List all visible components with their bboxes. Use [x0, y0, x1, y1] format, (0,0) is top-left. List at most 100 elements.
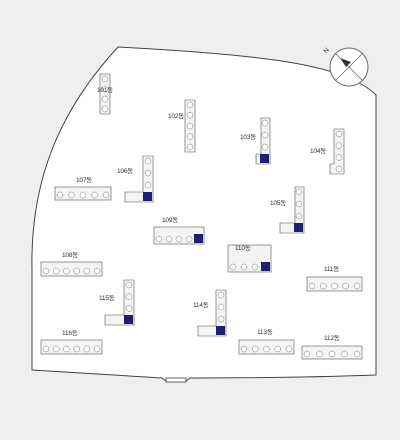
unit-icon [320, 282, 327, 290]
unit-icon [68, 191, 75, 199]
unit-icon [295, 212, 303, 220]
building-footprint [40, 261, 103, 277]
building-111[interactable]: 111동 [306, 265, 363, 292]
building-label: 103동 [240, 133, 256, 141]
highlight-marker [261, 262, 270, 271]
unit-icon [63, 267, 70, 275]
building-102[interactable]: 102동 [168, 99, 196, 153]
unit-icon [101, 75, 109, 83]
building-label: 114동 [193, 301, 209, 309]
entrance-gate [165, 377, 187, 383]
building-label: 102동 [168, 112, 184, 120]
unit-icon [155, 235, 163, 243]
unit-icon [335, 165, 343, 173]
unit-icon [186, 101, 194, 109]
highlight-marker [194, 234, 203, 243]
unit-icon [261, 119, 269, 127]
unit-icon [240, 263, 248, 271]
building-footprint [99, 73, 111, 115]
building-112[interactable]: 112동 [301, 334, 363, 360]
building-101[interactable]: 101동 [97, 73, 113, 115]
building-label: 111동 [324, 265, 339, 273]
unit-icon [56, 191, 64, 199]
unit-icon [125, 281, 133, 289]
unit-icon [101, 95, 109, 103]
unit-icon [186, 133, 194, 140]
building-label: 104동 [310, 147, 326, 155]
building-108[interactable]: 108동 [40, 251, 103, 277]
building-115[interactable]: 115동 [99, 279, 135, 326]
building-103[interactable]: 103동 [240, 117, 271, 165]
unit-icon [91, 191, 98, 199]
unit-icon [217, 291, 225, 299]
building-label: 116동 [62, 329, 78, 337]
building-label: 115동 [99, 294, 115, 302]
unit-icon [125, 305, 133, 312]
building-104[interactable]: 104동 [310, 128, 345, 175]
unit-icon [331, 282, 338, 290]
building-label: 105동 [270, 199, 286, 207]
unit-icon [308, 282, 316, 290]
unit-icon [274, 345, 281, 353]
building-114[interactable]: 114동 [193, 289, 227, 337]
unit-icon [295, 188, 303, 196]
building-116[interactable]: 116동 [40, 329, 103, 355]
unit-icon [144, 181, 152, 189]
unit-icon [93, 345, 101, 353]
highlight-marker [143, 192, 152, 201]
unit-icon [52, 345, 60, 353]
highlight-marker [260, 154, 269, 163]
building-label: 112동 [324, 334, 340, 342]
building-footprint [329, 128, 345, 175]
building-label: 107동 [76, 176, 92, 184]
unit-icon [186, 122, 194, 130]
building-label: 110동 [235, 244, 251, 252]
highlight-marker [216, 326, 225, 335]
unit-icon [261, 143, 269, 151]
highlight-marker [294, 223, 303, 232]
unit-icon [353, 350, 361, 358]
unit-icon [186, 143, 194, 151]
compass-north-label: N [322, 47, 330, 55]
unit-icon [144, 157, 152, 165]
building-label: 106동 [117, 167, 133, 175]
unit-icon [101, 85, 109, 93]
unit-icon [229, 263, 237, 271]
unit-icon [42, 267, 50, 275]
unit-icon [251, 263, 259, 271]
site-boundary [31, 46, 377, 382]
unit-icon [217, 303, 225, 311]
unit-icon [240, 345, 248, 353]
unit-icon [341, 350, 348, 358]
unit-icon [261, 131, 269, 139]
building-107[interactable]: 107동 [54, 176, 112, 201]
unit-icon [73, 267, 80, 275]
unit-icon [252, 345, 259, 353]
unit-icon [83, 345, 91, 353]
unit-icon [335, 142, 343, 149]
unit-icon [335, 130, 343, 138]
north-compass: N [322, 47, 369, 87]
unit-icon [263, 345, 270, 353]
building-106[interactable]: 106동 [117, 155, 154, 203]
unit-icon [342, 282, 349, 290]
unit-icon [52, 267, 60, 275]
unit-icon [217, 315, 225, 323]
building-footprint [40, 339, 103, 355]
unit-icon [125, 293, 133, 300]
unit-icon [144, 169, 152, 177]
unit-icon [186, 112, 194, 119]
building-109[interactable]: 109동 [153, 216, 205, 245]
unit-icon [303, 350, 311, 358]
building-label: 109동 [162, 216, 178, 224]
unit-icon [335, 154, 343, 161]
unit-icon [101, 105, 109, 113]
unit-icon [102, 191, 110, 199]
building-110[interactable]: 110동 [227, 244, 272, 273]
building-113[interactable]: 113동 [238, 328, 295, 355]
unit-icon [63, 345, 70, 353]
unit-icon [175, 235, 183, 243]
unit-icon [295, 200, 303, 208]
building-105[interactable]: 105동 [270, 186, 305, 234]
